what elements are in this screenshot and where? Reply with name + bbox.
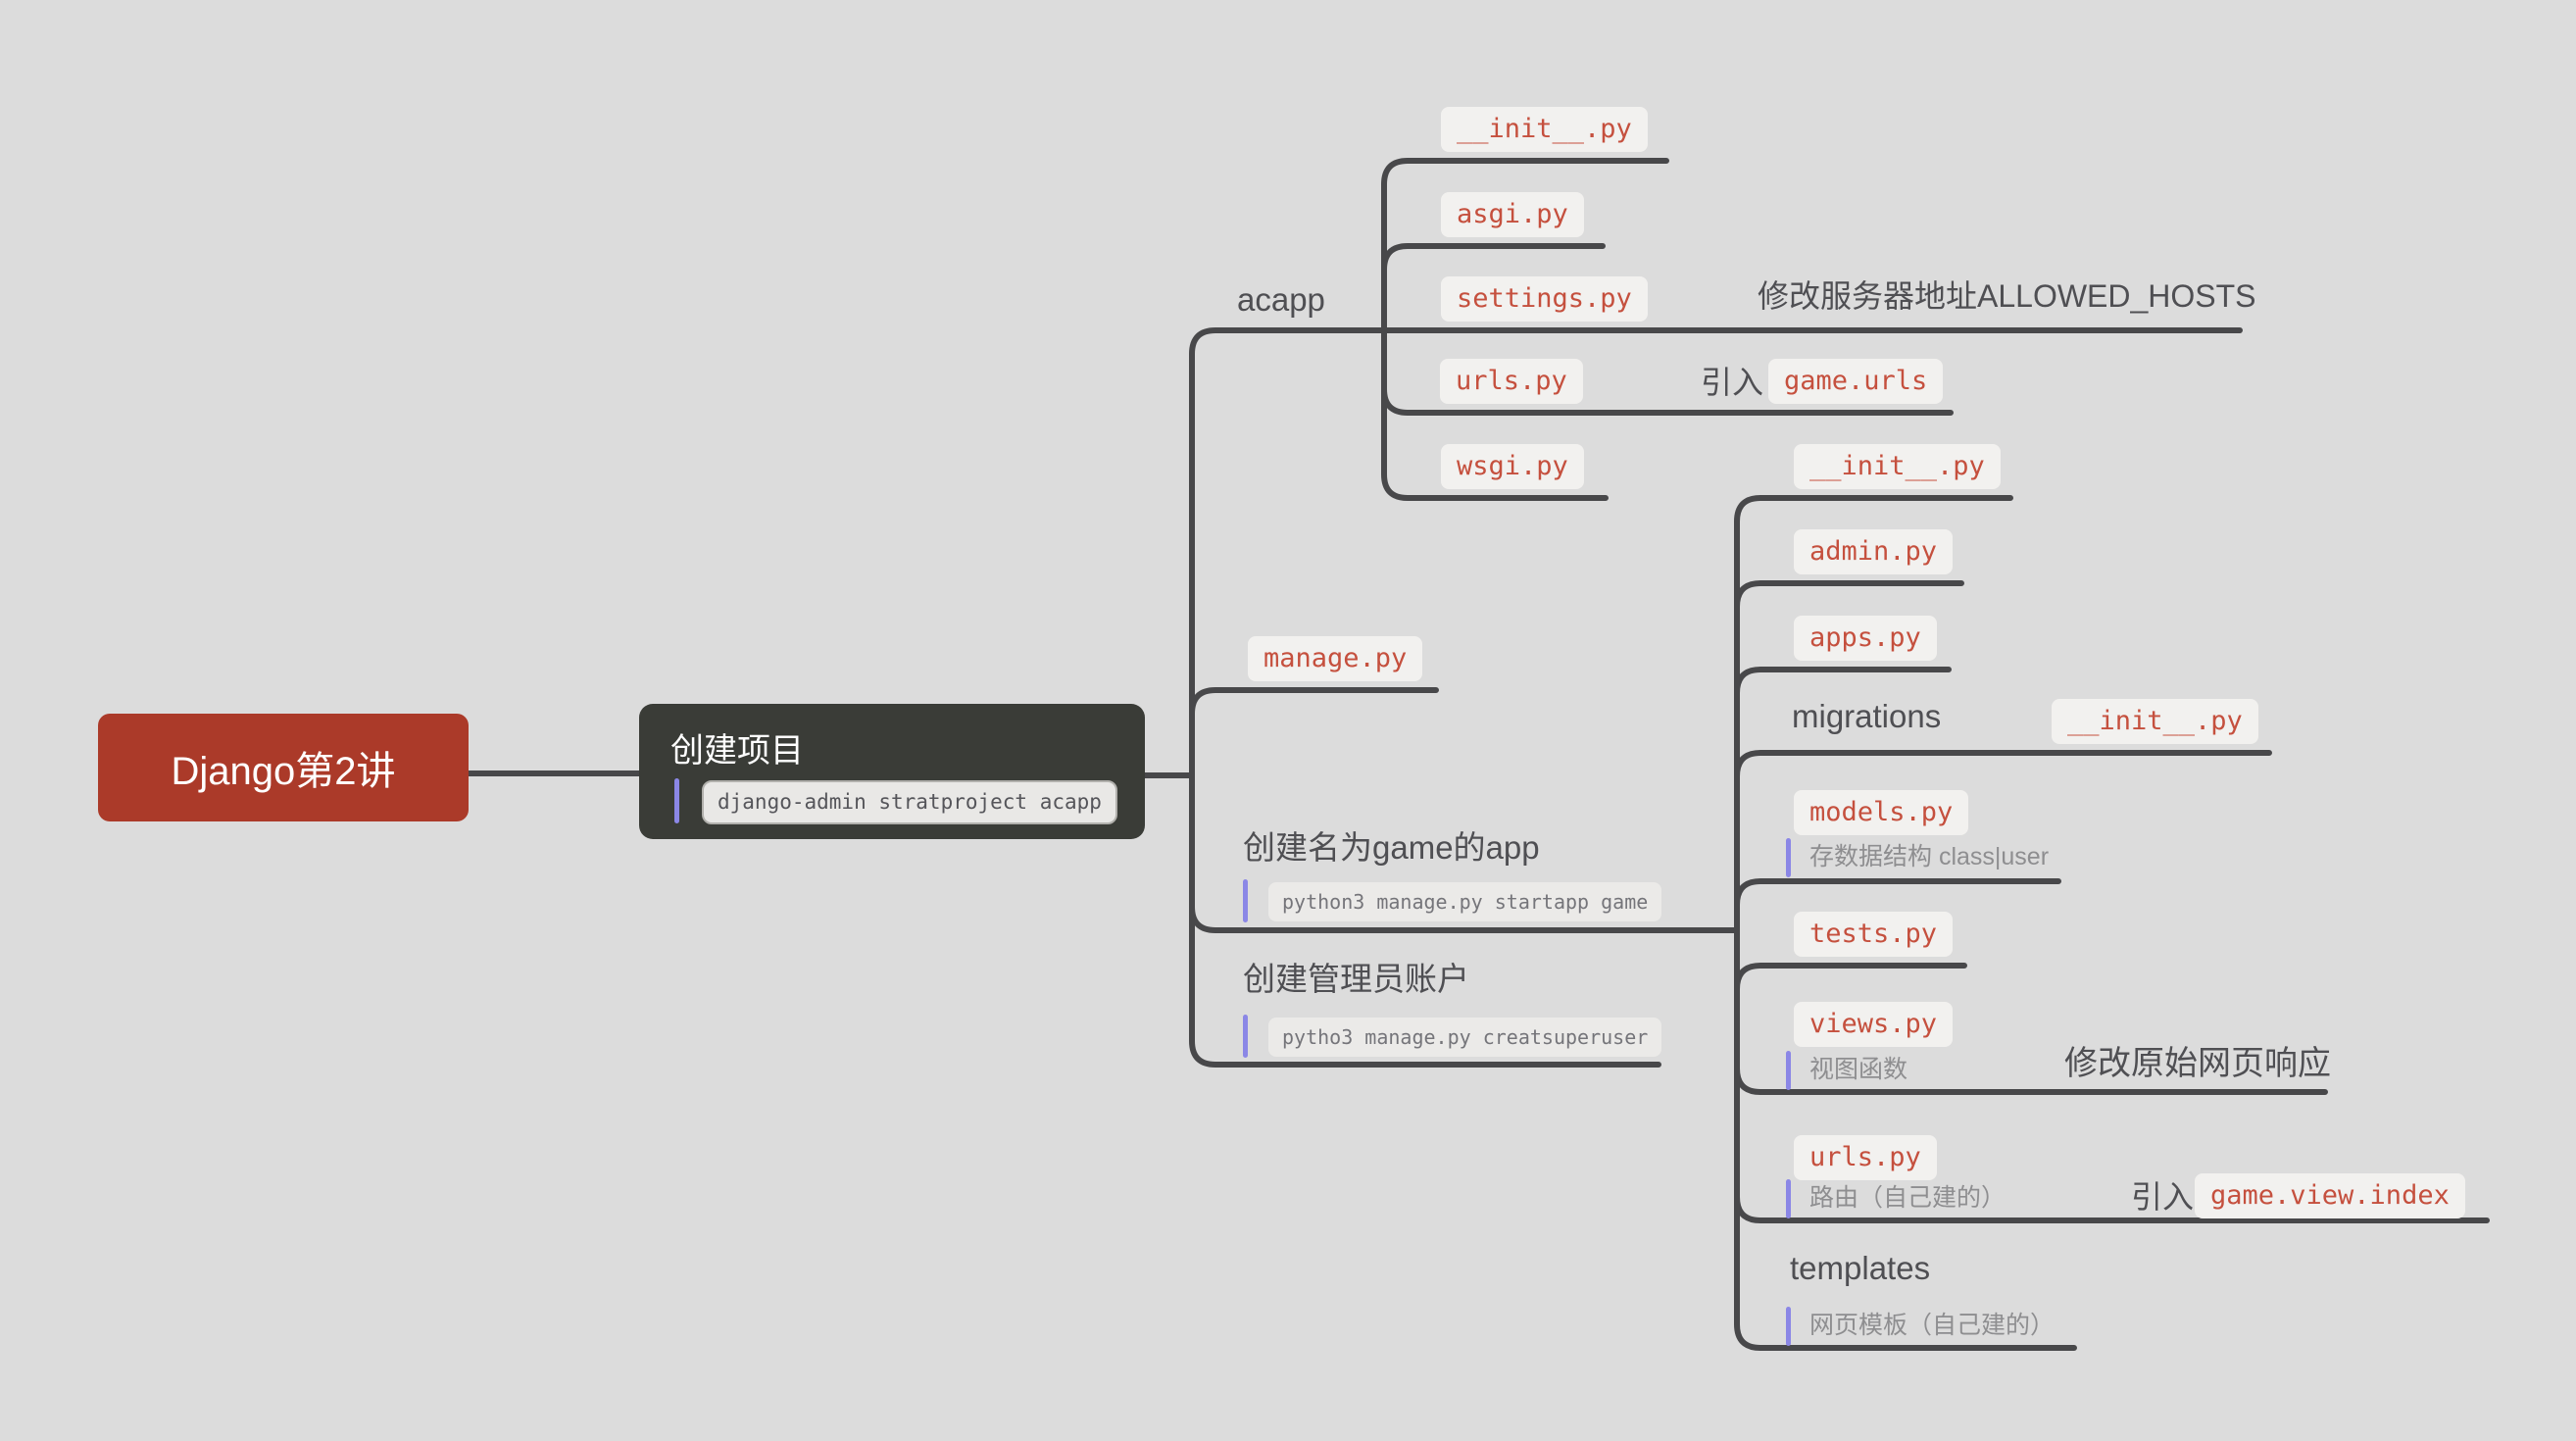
create-project-code-label[interactable]: django-admin stratproject acapp [702,780,1117,824]
game-tests-pill[interactable]: tests.py [1794,912,1954,957]
game-urls-pill[interactable]: urls.py [1794,1135,1937,1180]
game-admin-pill[interactable]: admin.py [1794,529,1954,574]
acapp-urls-import-code-pill[interactable]: game.urls [1768,359,1944,404]
game-urls-import-code-pill[interactable]: game.view.index [2195,1173,2465,1218]
create-project-topic[interactable]: 创建项目 django-admin stratproject acapp [639,704,1145,839]
create-project-title: 创建项目 [670,732,804,770]
note-bar [1243,1015,1248,1058]
game-urls-note[interactable]: 路由（自己建的） [1809,1184,2006,1212]
settings-annotation[interactable]: 修改服务器地址ALLOWED_HOSTS [1758,278,2256,314]
note-bar [1786,1051,1791,1090]
acapp-urls-import-label[interactable]: 引入 [1701,365,1764,400]
acapp-asgi-pill[interactable]: asgi.py [1441,192,1584,237]
acapp-settings-pill[interactable]: settings.py [1441,276,1648,322]
game-init-pill[interactable]: __init__.py [1794,444,2001,489]
note-bar [1786,1179,1791,1218]
create-admin-code-label[interactable]: pytho3 manage.py creatsuperuser [1268,1018,1662,1057]
models-note[interactable]: 存数据结构 class|user [1809,843,2050,870]
acapp-init-pill[interactable]: __init__.py [1441,107,1648,152]
game-urls-import-label[interactable]: 引入 [2131,1179,2195,1215]
templates-note[interactable]: 网页模板（自己建的） [1809,1312,2056,1339]
manage-py-pill[interactable]: manage.py [1248,636,1423,681]
note-bar [674,778,679,823]
note-bar [1786,838,1791,877]
game-views-pill[interactable]: views.py [1794,1002,1954,1047]
views-note[interactable]: 视图函数 [1809,1056,1908,1083]
templates-topic[interactable]: templates [1790,1250,1931,1286]
root-topic-label: Django第2讲 [171,750,396,793]
game-models-pill[interactable]: models.py [1794,790,1969,835]
note-bar [1243,879,1248,922]
migrations-topic[interactable]: migrations [1792,698,1942,734]
note-bar [1786,1307,1791,1346]
acapp-urls-pill[interactable]: urls.py [1440,359,1583,404]
migrations-init-pill[interactable]: __init__.py [2052,699,2258,744]
create-admin-title[interactable]: 创建管理员账户 [1243,961,1469,997]
create-game-app-code-label[interactable]: python3 manage.py startapp game [1268,882,1662,921]
game-apps-pill[interactable]: apps.py [1794,616,1937,661]
acapp-topic[interactable]: acapp [1237,281,1325,318]
views-annotation[interactable]: 修改原始网页响应 [2064,1045,2331,1082]
root-topic[interactable]: Django第2讲 [98,714,469,821]
acapp-wsgi-pill[interactable]: wsgi.py [1441,444,1584,489]
create-game-app-title[interactable]: 创建名为game的app [1243,829,1540,866]
